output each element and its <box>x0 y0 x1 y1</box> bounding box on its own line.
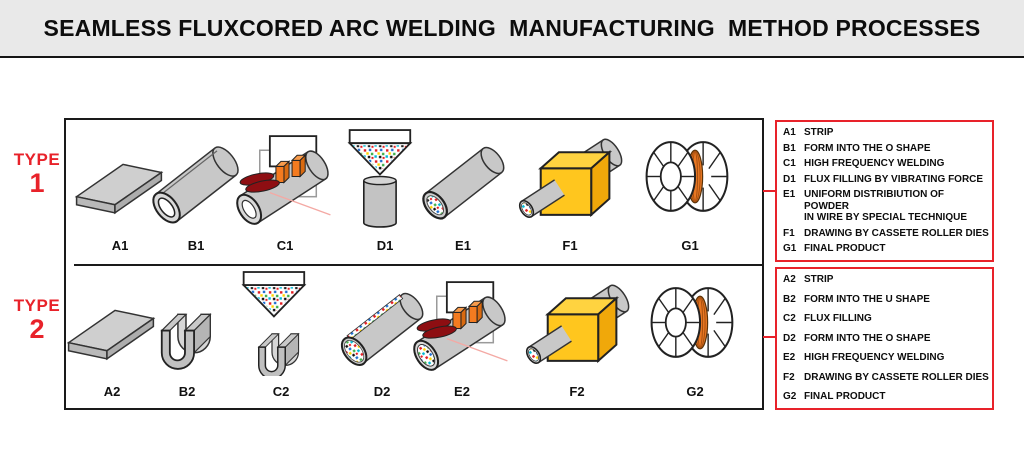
legend-item: G2 FINAL PRODUCT <box>783 391 989 403</box>
legend-item-text: FORM INTO THE O SHAPE <box>804 142 931 154</box>
stage-label: F2 <box>569 384 585 399</box>
stage-label: B2 <box>178 384 196 399</box>
title-bar: SEAMLESS FLUXCORED ARC WELDING MANUFACTU… <box>0 0 1024 58</box>
type1-legend-connector <box>763 190 776 192</box>
legend-item: C2 FLUX FILLING <box>783 313 989 325</box>
legend-item: G1 FINAL PRODUCT <box>783 243 989 255</box>
stage-label: D1 <box>376 238 394 253</box>
welding-station-icon <box>229 124 341 230</box>
welding-station-icon <box>406 270 518 376</box>
stage-d2: D2 <box>326 270 438 399</box>
stage-label: E2 <box>454 384 470 399</box>
stage-label: C1 <box>276 238 294 253</box>
page-title: SEAMLESS FLUXCORED ARC WELDING MANUFACTU… <box>43 14 981 41</box>
stage-label: C2 <box>272 384 290 399</box>
legend-item: E2 HIGH FREQUENCY WELDING <box>783 352 989 364</box>
legend-item-text: HIGH FREQUENCY WELDING <box>804 352 945 364</box>
stage-d1: D1 <box>329 124 441 253</box>
legend-item-text: STRIP <box>804 274 834 285</box>
stage-e1: E1 <box>407 124 519 253</box>
wire-spool-icon <box>645 141 729 212</box>
legend-item-code: E1 <box>783 189 796 201</box>
legend-item: D1 FLUX FILLING BY VIBRATING FORCE <box>783 174 989 186</box>
row-divider <box>74 264 762 266</box>
stage-label: F1 <box>562 238 578 253</box>
wire-spool-icon <box>650 287 734 358</box>
legend-item-code: G1 <box>783 243 797 255</box>
stage-g2: G2 <box>639 270 751 399</box>
stage-b2: B2 <box>131 270 243 399</box>
legend-item: C1 HIGH FREQUENCY WELDING <box>783 158 989 170</box>
type2-label: TYPE 2 <box>13 296 61 344</box>
legend-item-text: FORM INTO THE O SHAPE <box>804 332 931 344</box>
legend-item-code: B1 <box>783 142 796 154</box>
legend-item-code: A2 <box>783 274 796 285</box>
stage-a2: A2 <box>56 270 168 399</box>
stage-label: G2 <box>686 384 704 399</box>
legend-item-code: C1 <box>783 158 796 170</box>
legend-item-code: C2 <box>783 313 796 325</box>
legend-item-text: FORM INTO THE U SHAPE <box>804 293 930 305</box>
powder-wire-icon <box>417 142 510 224</box>
type2-legend: A2 STRIP B2 FORM INTO THE U SHAPE C2 FLU… <box>775 267 994 410</box>
stage-b1: B1 <box>140 124 252 253</box>
legend-item: B2 FORM INTO THE U SHAPE <box>783 294 989 306</box>
flux-filling-icon <box>225 270 337 376</box>
stage-g1: G1 <box>634 124 746 253</box>
legend-item-text: FLUX FILLING BY VIBRATING FORCE <box>804 173 984 185</box>
stage-label: A1 <box>111 238 129 253</box>
legend-item-text: FLUX FILLING <box>804 313 872 325</box>
stage-label: A2 <box>103 384 121 399</box>
legend-item: F2 DRAWING BY CASSETE ROLLER DIES <box>783 372 989 384</box>
type1-legend: A1 STRIP B1 FORM INTO THE O SHAPE C1 HIG… <box>775 120 994 262</box>
legend-item-code: A1 <box>783 127 796 138</box>
legend-item: A2 STRIP <box>783 274 989 286</box>
stage-e2: E2 <box>406 270 518 399</box>
stage-label: E1 <box>455 238 471 253</box>
stage-f2: F2 <box>521 270 633 399</box>
legend-item-code: B2 <box>783 293 796 305</box>
legend-item-code: F2 <box>783 371 795 383</box>
drawing-die-icon <box>522 281 633 367</box>
stage-a1: A1 <box>64 124 176 253</box>
type2-legend-connector <box>763 336 776 338</box>
stage-c1: C1 <box>229 124 341 253</box>
legend-item-code: D1 <box>783 173 796 185</box>
legend-item: B1 FORM INTO THE O SHAPE <box>783 143 989 155</box>
legend-item-code: G2 <box>783 391 797 403</box>
legend-item-code: F1 <box>783 227 795 239</box>
legend-item: D2 FORM INTO THE O SHAPE <box>783 333 989 345</box>
legend-item-text: DRAWING BY CASSETE ROLLER DIES <box>804 371 989 383</box>
stage-c2: C2 <box>225 270 337 399</box>
legend-item-code: D2 <box>783 332 796 344</box>
legend-item-code: E2 <box>783 352 796 364</box>
legend-item-text: FINAL PRODUCT <box>804 391 886 403</box>
stage-label: B1 <box>187 238 205 253</box>
legend-item-text: STRIP <box>804 127 834 138</box>
legend-item: F1 DRAWING BY CASSETE ROLLER DIES <box>783 228 989 240</box>
stage-label: D2 <box>373 384 391 399</box>
drawing-die-icon <box>515 135 626 221</box>
legend-item: A1 STRIP <box>783 127 989 139</box>
legend-item-text: HIGH FREQUENCY WELDING <box>804 158 945 170</box>
stage-label: G1 <box>681 238 699 253</box>
type1-label: TYPE 1 <box>13 150 61 198</box>
legend-item-text: DRAWING BY CASSETE ROLLER DIES <box>804 227 989 239</box>
stage-f1: F1 <box>514 124 626 253</box>
legend-item-text: FINAL PRODUCT <box>804 243 886 255</box>
